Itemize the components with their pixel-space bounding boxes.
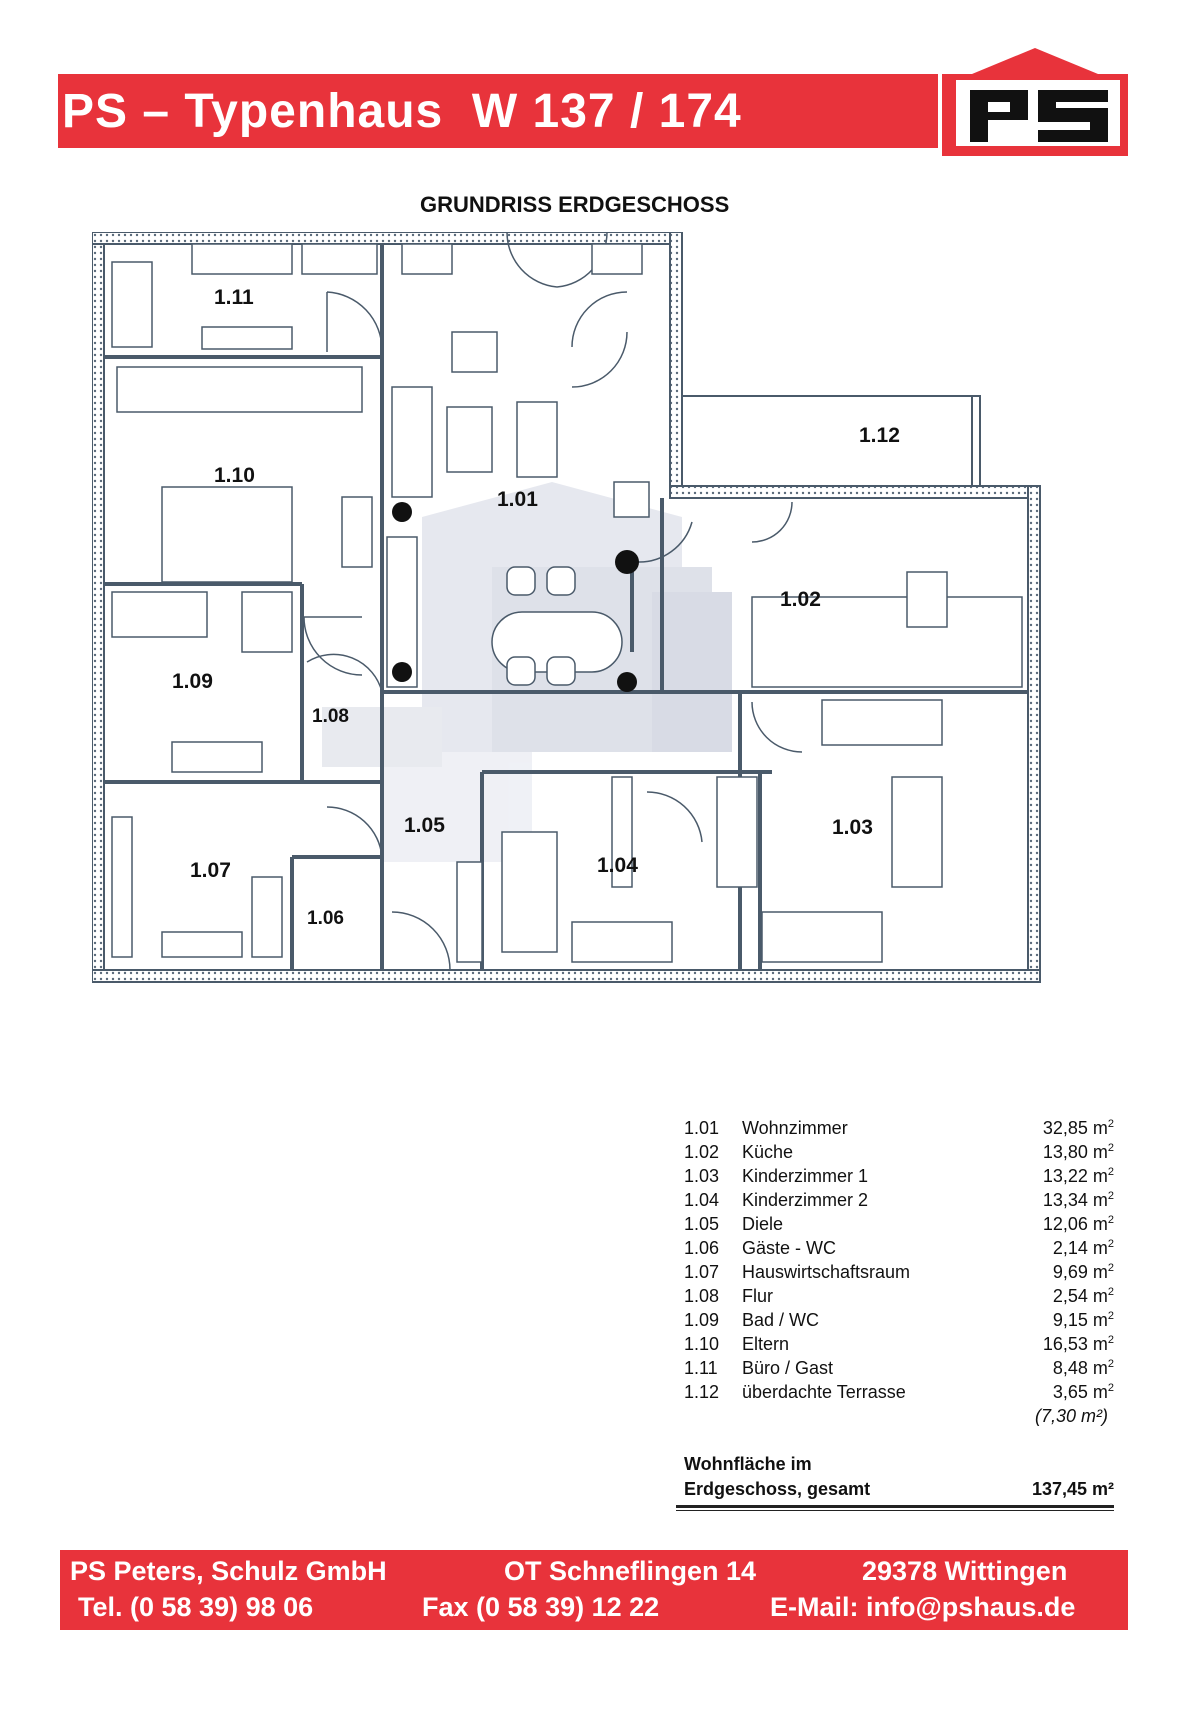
- room-name: überdachte Terrasse: [742, 1382, 906, 1402]
- room-area-table: 1.01 Wohnzimmer 32,85 m2 1.02 Küche 13,8…: [684, 1118, 1114, 1430]
- total-value: 137,45 m²: [1031, 1479, 1114, 1499]
- room-name: Hauswirtschaftsraum: [742, 1262, 911, 1282]
- room-label-1.10: 1.10: [214, 464, 255, 487]
- room-label-1.12: 1.12: [859, 424, 900, 447]
- room-number: 1.01: [684, 1118, 720, 1138]
- room-area: 9,69 m2: [1052, 1262, 1114, 1282]
- room-label-1.06: 1.06: [307, 908, 344, 929]
- title-banner: [58, 74, 938, 148]
- room-area: 2,14 m2: [1052, 1238, 1114, 1258]
- room-name: Kinderzimmer 1: [742, 1166, 869, 1186]
- street-address: OT Schneflingen 14: [504, 1556, 757, 1586]
- room-area: 32,85 m2: [1042, 1118, 1114, 1138]
- table-row: 1.02 Küche 13,80 m2: [684, 1142, 1114, 1166]
- room-name: Wohnzimmer: [742, 1118, 848, 1138]
- table-row: 1.11 Büro / Gast 8,48 m2: [684, 1358, 1114, 1382]
- outer-walls: [92, 232, 1041, 983]
- company-name: PS Peters, Schulz GmbH: [70, 1556, 387, 1586]
- room-number: 1.04: [684, 1190, 720, 1210]
- room-number: 1.11: [684, 1358, 718, 1378]
- ps-logo: [942, 48, 1128, 156]
- table-row: 1.06 Gäste - WC 2,14 m2: [684, 1238, 1114, 1262]
- room-name: Küche: [742, 1142, 794, 1162]
- total-underline-thin: [676, 1510, 1114, 1511]
- terrace-outline: [681, 395, 981, 487]
- email-address[interactable]: E-Mail: info@pshaus.de: [770, 1592, 1076, 1622]
- plan-heading: GRUNDRISS ERDGESCHOSS: [420, 192, 730, 217]
- fax-number: Fax (0 58 39) 12 22: [422, 1592, 660, 1622]
- table-row: 1.04 Kinderzimmer 2 13,34 m2: [684, 1190, 1114, 1214]
- room-name: Gäste - WC: [742, 1238, 837, 1258]
- table-row: 1.09 Bad / WC 9,15 m2: [684, 1310, 1114, 1334]
- room-name: Diele: [742, 1214, 784, 1234]
- city-address: 29378 Wittingen: [862, 1556, 1068, 1586]
- room-name: Flur: [742, 1286, 773, 1306]
- room-label-1.05: 1.05: [404, 814, 445, 837]
- room-number: 1.10: [684, 1334, 720, 1354]
- room-number: 1.07: [684, 1262, 720, 1282]
- room-label-1.03: 1.03: [832, 816, 873, 839]
- room-area: 3,65 m2: [1052, 1382, 1114, 1402]
- room-name: Kinderzimmer 2: [742, 1190, 869, 1210]
- room-number: 1.08: [684, 1286, 720, 1306]
- table-row: 1.01 Wohnzimmer 32,85 m2: [684, 1118, 1114, 1142]
- room-number: 1.03: [684, 1166, 720, 1186]
- phone-number: Tel. (0 58 39) 98 06: [78, 1592, 314, 1622]
- room-label-1.02: 1.02: [780, 588, 821, 611]
- table-row: 1.12 überdachte Terrasse 3,65 m2: [684, 1382, 1114, 1406]
- room-area: 8,48 m2: [1052, 1358, 1114, 1378]
- room-label-1.01: 1.01: [497, 488, 538, 511]
- room-label-1.07: 1.07: [190, 859, 231, 882]
- room-area: 13,34 m2: [1042, 1190, 1114, 1210]
- room-name: Büro / Gast: [742, 1358, 834, 1378]
- room-area: 16,53 m2: [1042, 1334, 1114, 1354]
- total-label-line-2: Erdgeschoss, gesamt: [684, 1479, 871, 1499]
- room-area: 13,80 m2: [1042, 1142, 1114, 1162]
- room-name: Eltern: [742, 1334, 790, 1354]
- table-row: 1.10 Eltern 16,53 m2: [684, 1334, 1114, 1358]
- terrace-note: (7,30 m²): [1034, 1406, 1108, 1426]
- room-area: 13,22 m2: [1042, 1166, 1114, 1186]
- page-title: PS – Typenhaus W 137 / 174: [62, 85, 742, 138]
- room-number: 1.02: [684, 1142, 720, 1162]
- room-number: 1.09: [684, 1310, 720, 1330]
- room-name: Bad / WC: [742, 1310, 820, 1330]
- floor-plan: 1.01 1.02 1.03 1.04 1.05 1.06 1.07 1.08 …: [92, 232, 1041, 983]
- room-area: 9,15 m2: [1052, 1310, 1114, 1330]
- table-row: 1.05 Diele 12,06 m2: [684, 1214, 1114, 1238]
- room-label-1.08: 1.08: [312, 706, 349, 727]
- room-label-1.11: 1.11: [214, 286, 254, 309]
- table-row: 1.07 Hauswirtschaftsraum 9,69 m2: [684, 1262, 1114, 1286]
- room-number: 1.05: [684, 1214, 720, 1234]
- contact-footer: PS Peters, Schulz GmbH OT Schneflingen 1…: [60, 1550, 1128, 1630]
- total-label-line-1: Wohnfläche im: [684, 1454, 812, 1474]
- plant-icons: [392, 502, 639, 692]
- room-number: 1.12: [684, 1382, 720, 1402]
- table-row: 1.08 Flur 2,54 m2: [684, 1286, 1114, 1310]
- room-area: 2,54 m2: [1052, 1286, 1114, 1306]
- total-underline: [676, 1505, 1114, 1508]
- room-label-1.09: 1.09: [172, 670, 213, 693]
- room-label-1.04: 1.04: [597, 854, 638, 877]
- room-number: 1.06: [684, 1238, 720, 1258]
- terrace-note-row: (7,30 m²): [684, 1406, 1114, 1430]
- interior-walls: [104, 244, 1028, 970]
- furniture: [111, 243, 1023, 963]
- table-row: 1.03 Kinderzimmer 1 13,22 m2: [684, 1166, 1114, 1190]
- room-area: 12,06 m2: [1042, 1214, 1114, 1234]
